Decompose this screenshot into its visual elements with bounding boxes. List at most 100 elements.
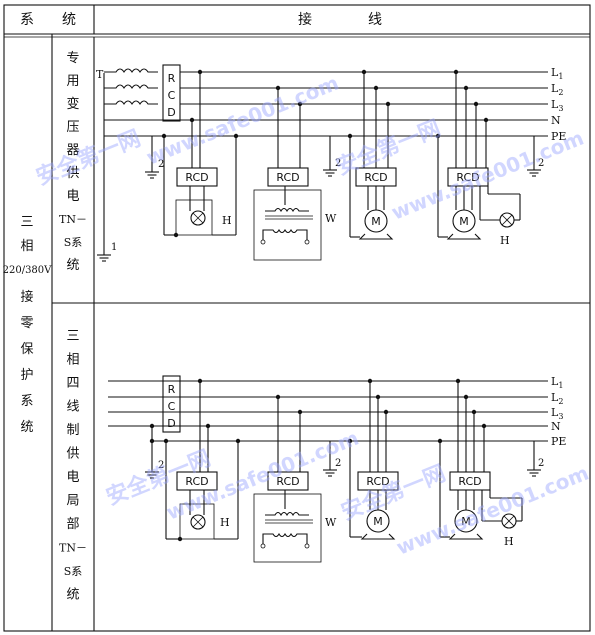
left-label-bao: 保	[20, 342, 33, 357]
ground-mark-5: 2	[158, 460, 164, 471]
branch8-motor-lamp: RCD M H	[437, 378, 523, 548]
bus2-l3: L3	[551, 406, 563, 421]
section2-label-char: 供	[66, 447, 79, 462]
ground-mark-3: 2	[335, 158, 341, 169]
ground-symbol	[527, 136, 541, 177]
branch5-rcd	[176, 471, 218, 491]
main-rcd-1-c: C	[168, 89, 176, 102]
section1-label-char: 变	[66, 96, 79, 112]
ground-symbol	[323, 136, 337, 177]
section1-diagram: T R C D L1 L2 L3 N PE 2	[96, 64, 566, 262]
branch7-load-label: M	[373, 515, 383, 528]
main-rcd-2-d: D	[167, 417, 175, 430]
bus1-l1: L1	[551, 66, 563, 81]
branch8-rcd	[449, 471, 491, 491]
bus2-l1: L1	[551, 375, 563, 390]
branch8-rcd-label: RCD	[458, 475, 481, 488]
main-rcd-2	[162, 375, 181, 433]
main-rcd-1	[162, 64, 181, 122]
branch2-rcd-label: RCD	[276, 171, 299, 184]
branch6-welder: RCD W	[253, 394, 337, 563]
branch3-load-label: M	[371, 215, 381, 228]
header-wiring: 接 线	[298, 11, 382, 28]
branch6-rcd	[267, 471, 309, 491]
main-rcd-1-r: R	[168, 72, 176, 85]
branch7-rcd-label: RCD	[366, 475, 389, 488]
left-label-ling: 零	[20, 316, 33, 331]
branch4-extra-label: H	[500, 234, 510, 247]
branch5-load-label: H	[220, 516, 230, 529]
motor-icon	[452, 209, 476, 233]
branch3-motor: RCD M	[347, 69, 397, 240]
section2-label-char: 三	[66, 329, 79, 344]
section2-label-char: 电	[66, 470, 79, 485]
branch6-rcd-label: RCD	[276, 475, 299, 488]
bus1-pe: PE	[551, 130, 566, 143]
left-label-hu: 护	[20, 368, 33, 383]
branch5-rcd-label: RCD	[185, 475, 208, 488]
section1-label-char: S系	[64, 236, 83, 249]
section2-label-char: TN－	[59, 542, 87, 555]
lamp-icon	[190, 210, 206, 226]
ground-symbol	[145, 471, 159, 479]
bus2-n: N	[551, 420, 561, 433]
ground-mark-6: 2	[335, 458, 341, 469]
branch4-rcd	[447, 167, 489, 187]
ground-mark-2: 1	[111, 242, 117, 253]
section2-label-char: 四	[66, 376, 79, 391]
section1-label-char: 电	[66, 189, 79, 204]
ground-symbol	[145, 136, 159, 179]
branch4-load-label: M	[459, 215, 469, 228]
transformer-coils	[104, 68, 158, 105]
left-label-jie: 接	[20, 289, 33, 305]
branch1-rcd	[176, 167, 218, 187]
ground-mark-4: 2	[538, 158, 544, 169]
section2-label-char: 线	[66, 400, 79, 415]
ground-symbol	[527, 441, 541, 477]
section2-label-char: 局	[66, 494, 79, 509]
section2-label-char: 相	[66, 353, 79, 368]
main-rcd-2-c: C	[168, 400, 176, 413]
bus1-n: N	[551, 114, 561, 127]
main-rcd-1-d: D	[167, 106, 175, 119]
transformer-mark: T	[96, 68, 104, 81]
ground-symbol	[97, 254, 111, 262]
ground-symbol	[323, 441, 337, 477]
branch3-rcd-label: RCD	[364, 171, 387, 184]
table-frame	[3, 4, 591, 632]
bus1-l3: L3	[551, 98, 563, 113]
lamp-icon	[190, 514, 206, 530]
section1-label-char: 压	[66, 120, 79, 135]
section2-label-char: 部	[66, 517, 79, 532]
branch8-load-label: M	[461, 515, 471, 528]
branch2-load-label: W	[325, 212, 337, 225]
watermark-text-a4: 安全第一网	[338, 460, 450, 525]
bus2-l2: L2	[551, 391, 563, 406]
ground-mark-7: 2	[538, 458, 544, 469]
section1-label-char: 专	[66, 51, 79, 66]
bus1-l2: L2	[551, 82, 563, 97]
main-rcd-2-r: R	[168, 383, 176, 396]
section1-label-char: 统	[66, 258, 79, 273]
bus2-pe: PE	[551, 435, 566, 448]
branch2-welder: RCD W	[253, 85, 337, 261]
motor-icon	[366, 509, 390, 533]
section2-label-char: S系	[64, 565, 83, 578]
branch4-motor-lamp: RCD M H	[435, 69, 521, 247]
branch8-extra-label: H	[504, 535, 514, 548]
branch7-motor: RCD M	[347, 378, 399, 540]
branch1-load-label: H	[222, 214, 232, 227]
branch4-rcd-label: RCD	[456, 171, 479, 184]
watermark: 安全第一网 www.safe001.com 安全第一网 www.safe001.…	[33, 71, 593, 560]
left-label-voltage: 220/380V	[3, 265, 53, 276]
left-label-tong: 统	[20, 420, 33, 435]
header-system: 系 统	[20, 12, 76, 28]
section1-label-char: 供	[66, 166, 79, 181]
section2-label-char: 统	[66, 588, 79, 603]
left-label-xi: 系	[20, 394, 33, 409]
section1-label-char: 器	[66, 143, 79, 158]
branch1-lamp: RCD H	[161, 69, 239, 238]
motor-icon	[454, 509, 478, 533]
